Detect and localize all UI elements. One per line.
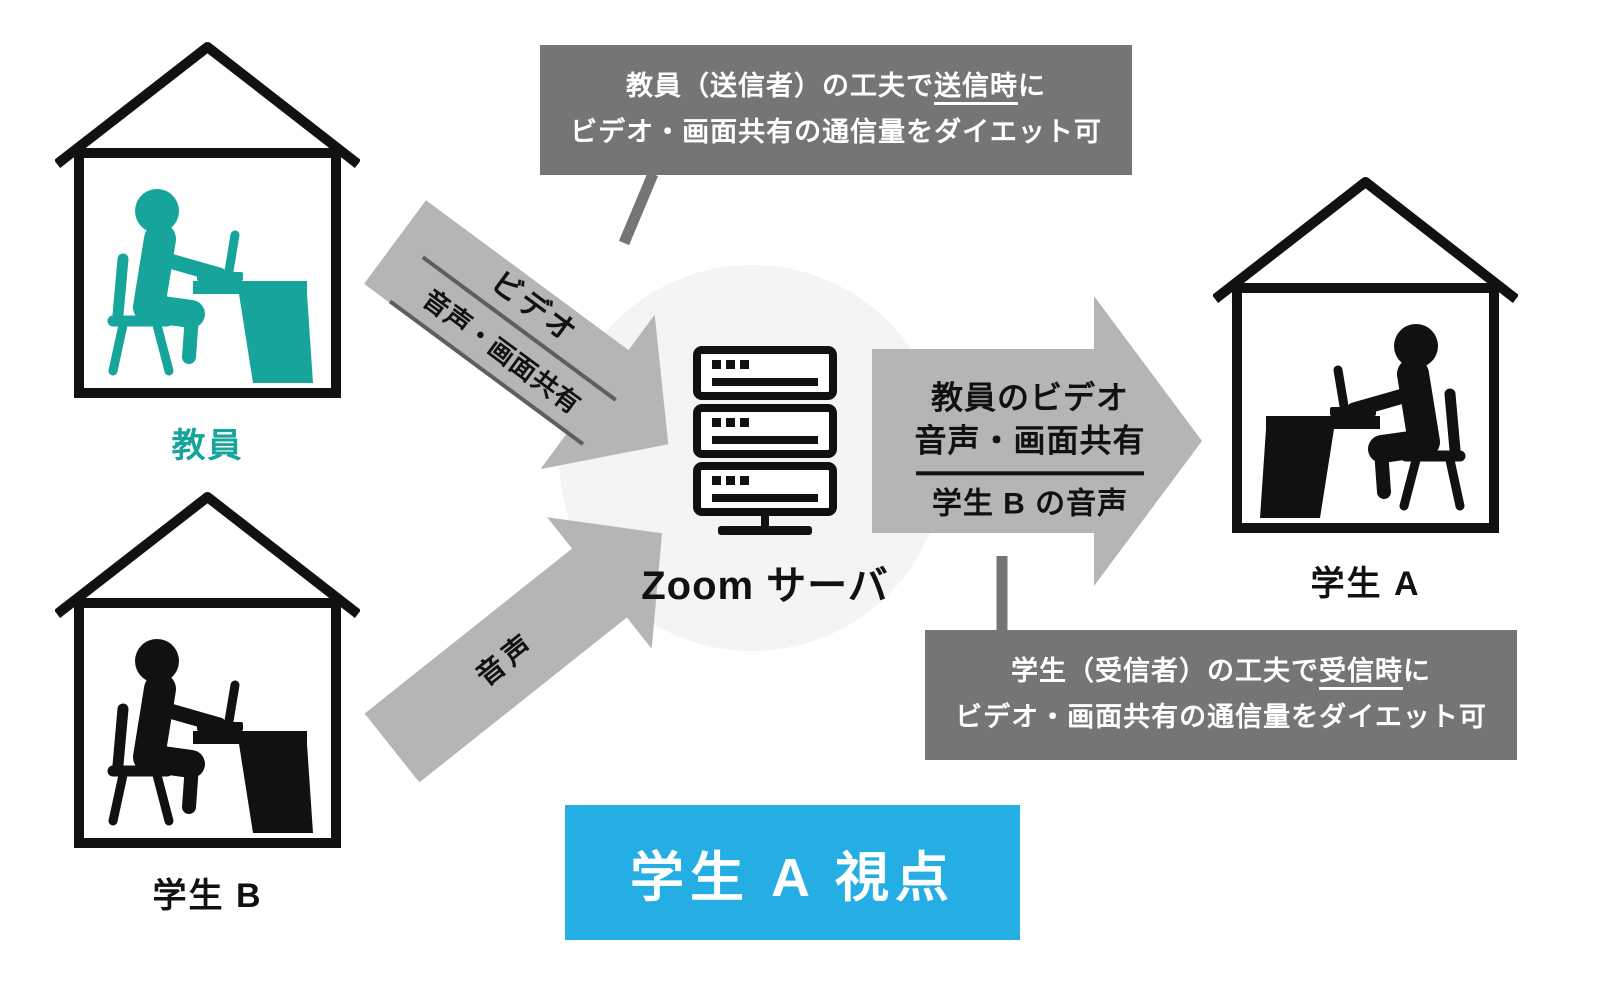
student-b-label: 学生 B (152, 877, 263, 915)
teacher-house (55, 35, 360, 405)
arrow-server-to-student-a (872, 296, 1202, 586)
student-b-house (55, 485, 360, 855)
zoom-server-icon (692, 346, 838, 538)
receiver-line1-post: に (1403, 656, 1431, 687)
house-icon (55, 485, 360, 855)
student-a-arrow-label: 教員のビデオ 音声・画面共有 学生 B の音声 (890, 376, 1170, 523)
sender-callout: 教員（送信者）の工夫で送信時に ビデオ・画面共有の通信量をダイエット可 (540, 45, 1132, 175)
receiver-callout-line2: ビデオ・画面共有の通信量をダイエット可 (955, 702, 1487, 732)
receiver-line1-pre: 学生（受信者）の工夫で (1011, 656, 1319, 687)
sender-line1-pre: 教員（送信者）の工夫で (626, 71, 934, 102)
house-icon (55, 35, 360, 405)
zoom-server-label: Zoom サーバ (641, 564, 889, 608)
arrow-student-b-audio-text: 学生 B の音声 (931, 487, 1129, 521)
sender-callout-line2: ビデオ・画面共有の通信量をダイエット可 (570, 117, 1102, 147)
callout-connector-top (618, 171, 659, 246)
teacher-label: 教員 (171, 427, 244, 465)
sender-callout-line1: 教員（送信者）の工夫で送信時に (626, 64, 1046, 110)
receiver-callout-line1: 学生（受信者）の工夫で受信時に (1011, 649, 1431, 695)
sender-line1-underlined: 送信時 (934, 71, 1018, 106)
student-a-house (1213, 170, 1518, 540)
separator-line (916, 471, 1144, 476)
receiver-callout: 学生（受信者）の工夫で受信時に ビデオ・画面共有の通信量をダイエット可 (925, 630, 1517, 760)
arrow-audio-screen-text: 音声・画面共有 (914, 422, 1146, 459)
arrow-student-b-to-server (364, 517, 662, 783)
student-a-label: 学生 A (1310, 565, 1421, 603)
sender-line1-post: に (1018, 71, 1046, 102)
house-icon (1213, 170, 1518, 540)
receiver-line1-underlined: 受信時 (1319, 656, 1403, 691)
viewpoint-banner: 学生 A 視点 (565, 805, 1020, 940)
arrow-teacher-video-text: 教員のビデオ (930, 379, 1129, 416)
